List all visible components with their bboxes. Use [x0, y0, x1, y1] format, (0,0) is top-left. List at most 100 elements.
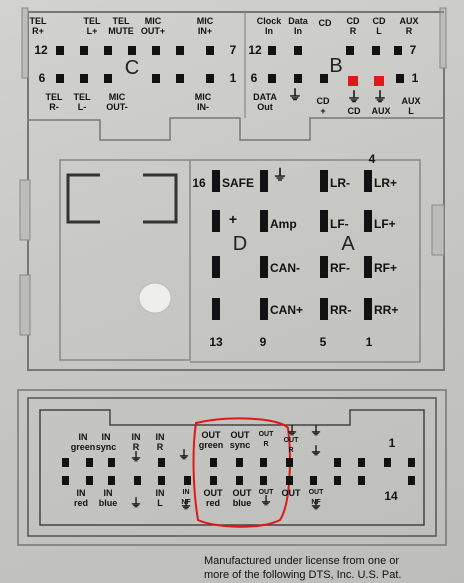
label-mic-in-minus: MIC IN-	[194, 92, 212, 112]
pin	[320, 210, 328, 232]
ground-icon: ⏚	[179, 498, 192, 512]
label-in-green: IN green	[70, 432, 96, 452]
label-aux-ground: AUX	[371, 106, 391, 116]
pin	[260, 170, 268, 192]
label-rf-plus: RF+	[374, 261, 398, 275]
ground-icon: ⏚	[309, 424, 322, 438]
pin	[212, 298, 220, 320]
label-can-minus: CAN-	[270, 261, 300, 275]
ground-icon: ⏚	[347, 89, 361, 105]
label-in-red: IN red	[73, 488, 88, 508]
pin	[212, 210, 220, 232]
pin-number-7-b: 7	[409, 43, 417, 57]
pin	[212, 256, 220, 278]
pin	[158, 458, 165, 467]
pin	[364, 210, 372, 232]
pin	[310, 476, 317, 485]
label-out-r-1: OUT R	[258, 431, 274, 448]
label-cd-l: CD L	[372, 16, 386, 36]
pin	[286, 458, 293, 467]
label-in-r-1: IN R	[131, 432, 141, 452]
label-in-l: IN L	[155, 488, 165, 508]
pin	[268, 46, 276, 55]
label-cd-switch: CD	[318, 18, 332, 28]
pin	[108, 458, 115, 467]
ground-icon: ⏚	[129, 450, 142, 464]
label-lf-minus: LF-	[330, 217, 349, 231]
ground-icon: ⏚	[285, 424, 298, 438]
pin-number-5: 5	[319, 335, 327, 349]
pin	[260, 210, 268, 232]
label-aux-l: AUX L	[401, 96, 421, 116]
pin-number-13: 13	[209, 335, 223, 349]
pin-highlighted	[348, 76, 358, 86]
pin-number-14: 14	[384, 489, 398, 503]
pin	[206, 46, 214, 55]
pin	[294, 74, 302, 83]
pin-number-9: 9	[259, 335, 267, 349]
footer-line-1: Manufactured under license from one or	[204, 555, 400, 567]
pin	[206, 74, 214, 83]
pin-number-6-b: 6	[250, 71, 258, 85]
pin	[62, 476, 69, 485]
pin	[394, 46, 402, 55]
pin-number-1-c: 1	[229, 71, 237, 85]
pin	[334, 458, 341, 467]
pin	[56, 74, 64, 83]
pin	[134, 476, 141, 485]
pin	[286, 476, 293, 485]
label-rr-plus: RR+	[374, 303, 399, 317]
label-lf-plus: LF+	[374, 217, 396, 231]
label-cd-plus: CD +	[316, 96, 330, 116]
pin	[104, 74, 112, 83]
pin	[268, 74, 276, 83]
pin	[108, 476, 115, 485]
label-safe: SAFE	[222, 176, 255, 190]
label-data-out: DATA Out	[253, 92, 277, 112]
pin	[260, 476, 267, 485]
label-clock-in: Clock In	[256, 16, 282, 36]
ground-icon: ⏚	[129, 496, 142, 510]
pin-number-7-c: 7	[229, 43, 237, 57]
block-letter-a: A	[341, 233, 355, 255]
pin	[320, 298, 328, 320]
pin	[334, 476, 341, 485]
pin	[158, 476, 165, 485]
pin	[364, 170, 372, 192]
ground-icon: ⏚	[259, 494, 272, 508]
label-out-blue: OUT blue	[232, 488, 252, 508]
label-data-in: Data In	[288, 16, 308, 36]
label-out-r-2: OUT R	[283, 437, 299, 454]
pin	[358, 458, 365, 467]
label-tel-l-minus: TEL L-	[73, 92, 91, 112]
label-rf-minus: RF-	[330, 261, 350, 275]
pin-number-1-bottom: 1	[388, 436, 396, 450]
label-cd-r: CD R	[346, 16, 360, 36]
label-in-blue: IN blue	[98, 488, 118, 508]
pin	[260, 298, 268, 320]
label-out-ground: OUT	[258, 489, 274, 496]
pin	[358, 476, 365, 485]
pin	[384, 458, 391, 467]
ground-icon: ⏚	[272, 167, 288, 184]
label-out-green: OUT green	[198, 430, 224, 450]
footer-line-2: more of the following DTS, Inc. U.S. Pat…	[204, 569, 402, 581]
ground-icon: ⏚	[373, 89, 387, 105]
pin-number-4: 4	[368, 152, 376, 166]
pin	[346, 46, 354, 55]
ground-icon: ⏚	[288, 87, 302, 103]
pin	[320, 170, 328, 192]
label-cd-ground: CD	[347, 106, 361, 116]
pin	[372, 46, 380, 55]
pin	[56, 46, 64, 55]
block-letter-c: C	[124, 57, 140, 79]
label-out-red: OUT red	[203, 488, 223, 508]
pin	[176, 46, 184, 55]
label-lr-plus: LR+	[374, 176, 398, 190]
label-out-nf: OUT NF	[308, 489, 324, 506]
pin	[210, 476, 217, 485]
pin	[176, 74, 184, 83]
pin	[152, 74, 160, 83]
label-tel-r-minus: TEL R-	[45, 92, 63, 112]
